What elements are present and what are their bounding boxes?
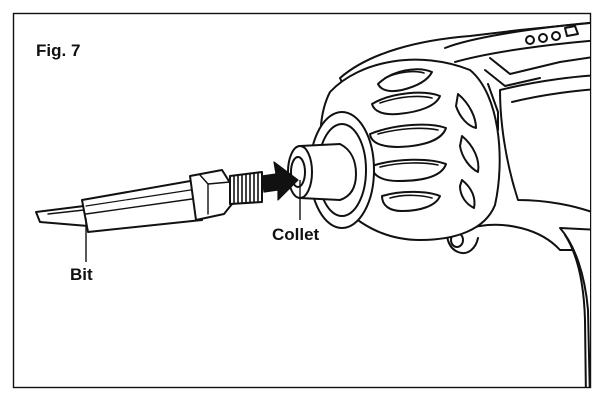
bit-illustration (35, 169, 263, 233)
figure-frame (12, 12, 592, 389)
bit-callout: Bit (70, 265, 93, 284)
screwdriver-illustration (287, 21, 590, 387)
insert-direction-arrow (261, 161, 299, 201)
collet-callout: Collet (272, 225, 320, 244)
figure-label: Fig. 7 (36, 41, 80, 60)
